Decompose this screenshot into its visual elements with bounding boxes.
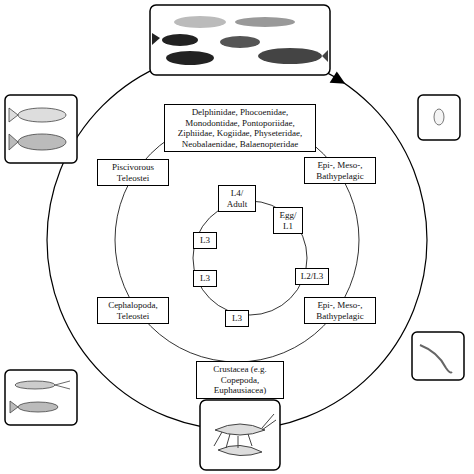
node-text: L3 xyxy=(196,273,214,284)
outer-ring xyxy=(47,50,427,430)
stage-box: L4/ Adult xyxy=(218,185,256,212)
middle-ring xyxy=(115,118,359,362)
node-text: Egg/ L1 xyxy=(276,210,300,231)
node-text: Crustacea (e.g. Copepoda, Euphausiacea) xyxy=(199,364,281,396)
stage-box: Egg/ L1 xyxy=(273,207,303,234)
node-text: Delphinidae, Phocoenidae, Monodontidae, … xyxy=(167,107,313,149)
host-box: Piscivorous Teleostei xyxy=(97,159,169,186)
fish-illustration xyxy=(9,108,66,150)
larva-frame xyxy=(412,332,464,380)
habitat-box: Epi-, Meso-, Bathypelagic xyxy=(304,297,376,324)
node-text: L3 xyxy=(196,235,214,246)
node-text: Piscivorous Teleostei xyxy=(100,162,166,183)
node-text: L2/L3 xyxy=(298,271,326,282)
habitat-box: Epi-, Meso-, Bathypelagic xyxy=(304,157,376,184)
larva-illustration xyxy=(420,345,452,373)
inner-ring xyxy=(193,201,307,315)
node-text: L3 xyxy=(228,313,246,324)
host-box: Cephalopoda, Teleostei xyxy=(97,297,169,324)
host-box: Crustacea (e.g. Copepoda, Euphausiacea) xyxy=(196,361,284,399)
egg-frame xyxy=(418,95,460,140)
stage-box: L3 xyxy=(193,232,217,249)
crustacean-illustration xyxy=(214,414,276,456)
squid-fish-illustration xyxy=(10,381,70,413)
whale-illustration xyxy=(152,16,328,65)
node-text: Epi-, Meso-, Bathypelagic xyxy=(307,300,373,321)
node-text: Cephalopoda, Teleostei xyxy=(100,300,166,321)
whale-frame xyxy=(150,5,330,75)
cycle-arrowhead xyxy=(330,72,346,84)
node-text: Epi-, Meso-, Bathypelagic xyxy=(307,160,373,181)
egg-illustration xyxy=(434,109,444,125)
host-box: Delphinidae, Phocoenidae, Monodontidae, … xyxy=(164,104,316,152)
stage-box: L2/L3 xyxy=(295,268,329,285)
stage-box: L3 xyxy=(193,270,217,287)
fish-frame xyxy=(5,95,77,163)
crustacean-frame xyxy=(200,400,280,470)
stage-box: L3 xyxy=(225,310,249,327)
node-text: L4/ Adult xyxy=(221,188,253,209)
squid-fish-frame xyxy=(5,370,77,425)
